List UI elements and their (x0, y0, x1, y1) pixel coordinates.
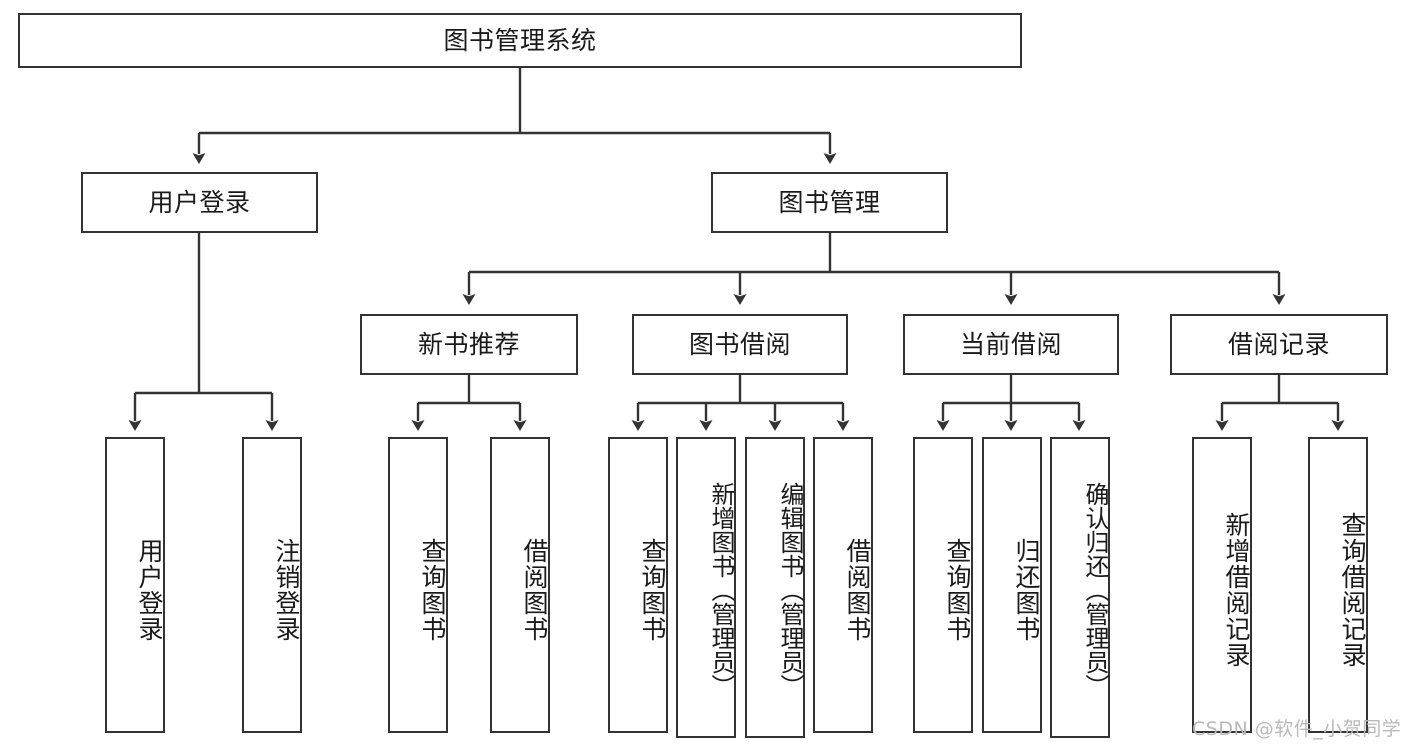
node-label: 查询图书 (943, 538, 972, 642)
leaf-user-login-logout[interactable]: 注销登录 (242, 437, 302, 733)
node-label: 用户登录 (148, 187, 251, 217)
node-label: 图书借阅 (688, 329, 791, 359)
leaf-current-borrow-confirm-return-admin[interactable]: 确认归还（管理员） (1050, 437, 1110, 738)
node-new-book-recommend[interactable]: 新书推荐 (360, 314, 578, 375)
node-label: 查询图书 (418, 538, 447, 642)
leaf-book-borrow-add-book-admin[interactable]: 新增图书（管理员） (676, 437, 736, 738)
leaf-book-borrow-query-books[interactable]: 查询图书 (608, 437, 668, 733)
node-book-management[interactable]: 图书管理 (711, 172, 948, 233)
leaf-borrow-record-query-record[interactable]: 查询借阅记录 (1308, 437, 1368, 733)
node-label: 查询图书 (638, 538, 667, 642)
leaf-user-login-login[interactable]: 用户登录 (105, 437, 165, 733)
leaf-new-book-borrow-books[interactable]: 借阅图书 (490, 437, 550, 733)
node-label: 编辑图书（管理员） (776, 481, 804, 698)
leaf-current-borrow-query-books[interactable]: 查询图书 (913, 437, 973, 733)
leaf-book-borrow-borrow-books[interactable]: 借阅图书 (813, 437, 873, 733)
node-borrow-record[interactable]: 借阅记录 (1170, 314, 1388, 375)
node-label: 图书管理系统 (443, 25, 597, 55)
node-root-book-management-system[interactable]: 图书管理系统 (18, 13, 1022, 68)
node-label: 新增图书（管理员） (707, 481, 735, 698)
node-book-borrow[interactable]: 图书借阅 (632, 314, 848, 375)
node-label: 借阅记录 (1227, 329, 1330, 359)
node-user-login[interactable]: 用户登录 (81, 172, 318, 233)
node-current-borrow[interactable]: 当前借阅 (903, 314, 1119, 375)
leaf-borrow-record-add-record[interactable]: 新增借阅记录 (1192, 437, 1252, 733)
leaf-book-borrow-edit-book-admin[interactable]: 编辑图书（管理员） (745, 437, 805, 738)
node-label: 借阅图书 (520, 538, 549, 642)
leaf-new-book-query-books[interactable]: 查询图书 (388, 437, 448, 733)
node-label: 确认归还（管理员） (1081, 481, 1109, 698)
node-label: 当前借阅 (959, 329, 1062, 359)
node-label: 借阅图书 (843, 538, 872, 642)
node-label: 用户登录 (135, 538, 164, 642)
leaf-current-borrow-return-books[interactable]: 归还图书 (982, 437, 1042, 733)
node-label: 注销登录 (272, 538, 301, 642)
node-label: 图书管理 (778, 187, 881, 217)
node-label: 查询借阅记录 (1338, 512, 1367, 668)
node-label: 新增借阅记录 (1222, 512, 1251, 668)
csdn-watermark: CSDN @软件_小贺同学 (1192, 718, 1402, 740)
node-label: 归还图书 (1012, 538, 1041, 642)
node-label: 新书推荐 (417, 329, 520, 359)
